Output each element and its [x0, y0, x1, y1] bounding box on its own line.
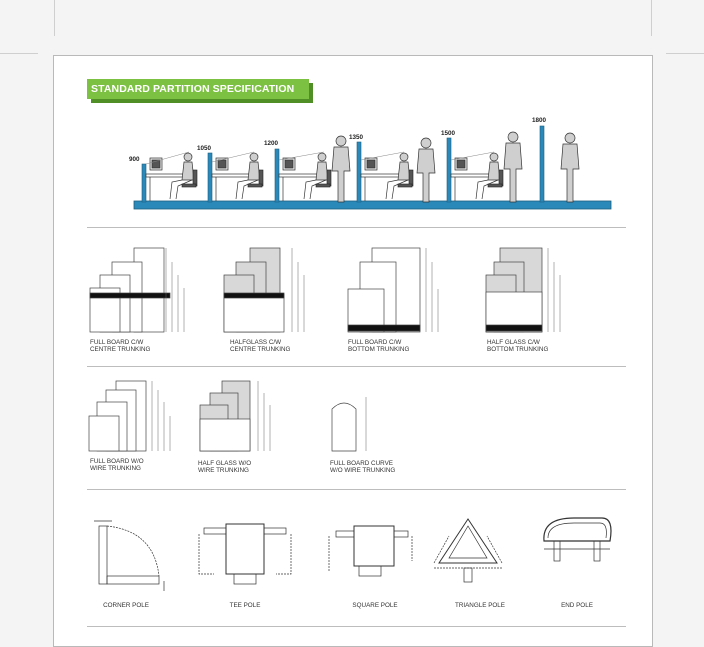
height-label-1500: 1500 — [441, 130, 456, 137]
divider — [87, 626, 626, 627]
crop-mark — [666, 53, 704, 54]
crop-mark — [651, 0, 652, 36]
crop-mark — [0, 53, 38, 54]
height-label-1050: 1050 — [197, 145, 212, 152]
height-label-1350: 1350 — [349, 134, 364, 141]
height-label-1200: 1200 — [264, 140, 279, 147]
pole-label-square: SQUARE POLE — [352, 602, 398, 609]
divider — [87, 366, 626, 367]
height-label-900: 900 — [129, 156, 140, 163]
divider — [87, 227, 626, 228]
height-label-1800: 1800 — [532, 117, 547, 124]
pole-label-tee: TEE POLE — [229, 602, 261, 609]
page-title: STANDARD PARTITION SPECIFICATION — [87, 79, 309, 99]
workstation-elevation — [133, 125, 612, 210]
pole-plans — [94, 517, 612, 591]
divider — [87, 489, 626, 490]
pole-label-corner: CORNER POLE — [103, 602, 149, 609]
partition-types-row1 — [89, 247, 561, 333]
spec-sheet: STANDARD PARTITION SPECIFICATION — [53, 55, 653, 647]
partition-types-row2 — [88, 380, 367, 452]
crop-mark — [54, 0, 55, 36]
pole-label-triangle: TRIANGLE POLE — [454, 602, 506, 609]
pole-label-end: END POLE — [561, 602, 593, 609]
